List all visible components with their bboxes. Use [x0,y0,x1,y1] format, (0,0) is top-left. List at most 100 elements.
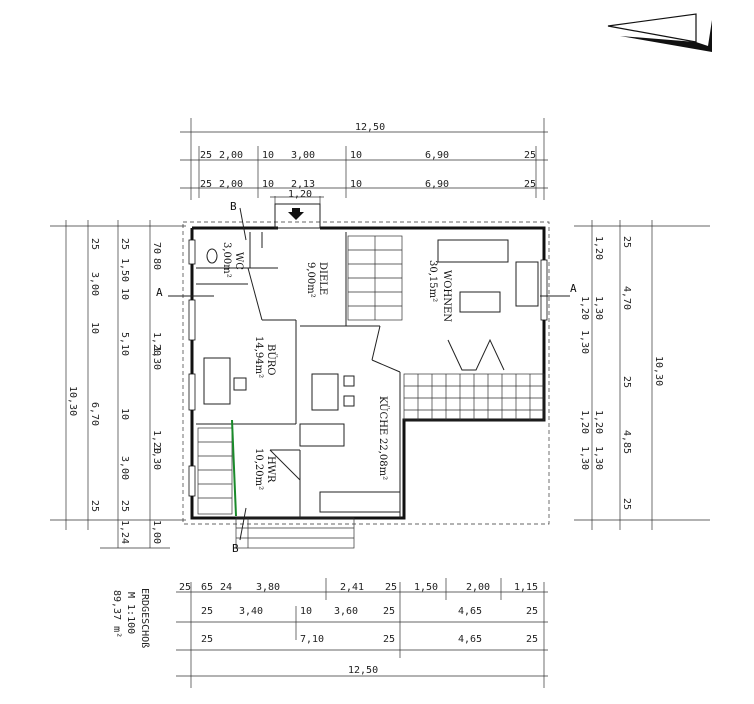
dim-bot-overall: 12,50 [348,665,378,676]
dim-right-i-g: 1,20 [579,410,590,434]
dim-left-i-b: 1,50 [119,258,130,282]
dim-bot-r2-e: 25 [383,606,395,617]
dim-left-o-e: 25 [89,500,100,512]
dim-bot-r3-d: 4,65 [458,634,482,645]
dim-top-r1-e: 10 [350,150,362,161]
dim-top-r1-d: 3,00 [291,150,315,161]
dim-bot-r2-a: 25 [201,606,213,617]
room-kueche-name: KÜCHE [377,396,389,435]
dim-left-i-c: 10 [119,288,130,300]
dim-left-i-a: 25 [119,238,130,250]
dim-top-r1-c: 10 [262,150,274,161]
dim-bot-r3-a: 25 [201,634,213,645]
dim-bot-r1-c: 24 [220,582,232,593]
north-arrow-icon [607,13,712,52]
dim-bot-r1-g: 1,50 [414,582,438,593]
dim-bot-r1-h: 2,00 [466,582,490,593]
room-buero-name: BÜRO [265,344,277,376]
dim-top-r1-b: 2,00 [219,150,243,161]
title-block: ERDGESCHOß M 1:100 89,37 m² [111,588,150,648]
top-dimensions: 12,50 25 2,00 10 3,00 10 6,90 25 25 2,00… [180,118,548,206]
dim-right-i-a: 1,20 [593,236,604,260]
dim-right-overall: 10,30 [653,356,664,386]
dim-left-i-d: 5,10 [119,332,130,356]
dim-right-o-c: 25 [621,376,632,388]
dim-left-j-d: 1,30 [151,346,162,370]
dim-bot-r2-b: 3,40 [239,606,263,617]
dim-left-j-g: 1,00 [151,520,162,544]
dim-left-overall: 10,30 [67,386,78,416]
room-hwr-name: HWR [265,456,276,483]
drawing-scale: M 1:100 [125,592,136,634]
section-a-right-label: A [570,282,577,295]
dim-bot-r1-d: 3,80 [256,582,280,593]
dim-right-o-d: 4,85 [621,430,632,454]
room-kueche-area: 22,08m² [377,438,388,480]
dim-top-r1-f: 6,90 [425,150,449,161]
room-wohnen-area: 30,15m² [427,260,438,302]
dim-top-r2-c: 10 [262,179,274,190]
left-dimensions: 10,30 25 3,00 10 6,70 25 25 1,50 10 5,10… [50,220,186,549]
room-hwr-area: 10,20m² [253,448,264,490]
dim-right-i-d: 1,30 [579,330,590,354]
staircase-upper [347,235,403,321]
terrace-grid [403,373,545,421]
dim-left-j-c: 1,20 [151,332,162,356]
dim-left-i-g: 25 [119,500,130,512]
dim-right-o-e: 25 [621,498,632,510]
exterior-steps [235,517,355,549]
dim-bot-r3-c: 25 [383,634,395,645]
dim-top-entry: 1,20 [288,189,312,200]
room-diele-name: DIELE [317,262,328,295]
dim-right-i-c: 1,20 [579,296,590,320]
dim-left-i-f: 3,00 [119,456,130,480]
dim-bot-r2-d: 3,60 [334,606,358,617]
dim-top-r2-a: 25 [200,179,212,190]
dim-bot-r2-g: 25 [526,606,538,617]
dim-left-o-c: 10 [89,322,100,334]
bottom-dimensions: 25 65 24 3,80 2,41 25 1,50 2,00 1,15 25 … [176,578,548,688]
section-b-bottom-label: B [232,542,239,555]
room-diele-area: 9,00m² [305,262,316,298]
dim-left-j-e: 1,20 [151,430,162,454]
dim-top-r2-d: 2,13 [291,179,315,190]
dim-right-i-b: 1,30 [593,296,604,320]
dim-bot-r3-e: 25 [526,634,538,645]
walls [182,203,550,549]
dim-top-overall: 12,50 [355,122,385,133]
room-wohnen-name: WOHNEN [441,270,452,322]
section-b-top-label: B [230,200,237,213]
dim-right-i-h: 1,30 [579,446,590,470]
dim-left-o-b: 3,00 [89,272,100,296]
section-a-left-label: A [156,286,163,299]
dim-bot-r1-b: 65 [201,582,213,593]
dim-left-o-d: 6,70 [89,402,100,426]
total-area: 89,37 m² [111,590,122,638]
dim-left-i-e: 10 [119,408,130,420]
dim-right-i-e: 1,20 [593,410,604,434]
dim-left-j-a: 70 [151,242,162,254]
dim-right-o-a: 25 [621,236,632,248]
dim-bot-r2-f: 4,65 [458,606,482,617]
dim-left-j-b: 80 [151,258,162,270]
dim-top-r1-a: 25 [200,150,212,161]
dim-top-r2-f: 6,90 [425,179,449,190]
dim-bot-r3-b: 7,10 [300,634,324,645]
dim-bot-r1-f: 25 [385,582,397,593]
dim-bot-r2-c: 10 [300,606,312,617]
dim-left-j-h: 1,24 [119,520,130,544]
floor-name: ERDGESCHOß [139,588,150,648]
section-markers: A A B B [156,200,577,555]
dim-top-r1-g: 25 [524,150,536,161]
dim-top-r2-b: 2,00 [219,179,243,190]
dim-bot-r1-i: 1,15 [514,582,538,593]
staircase-lower [197,419,237,517]
dim-left-o-a: 25 [89,238,100,250]
room-wc-name: WC [233,252,244,270]
dim-right-o-b: 4,70 [621,286,632,310]
room-buero-area: 14,94m² [253,336,264,378]
dim-bot-r1-a: 25 [179,582,191,593]
dim-right-i-f: 1,30 [593,446,604,470]
